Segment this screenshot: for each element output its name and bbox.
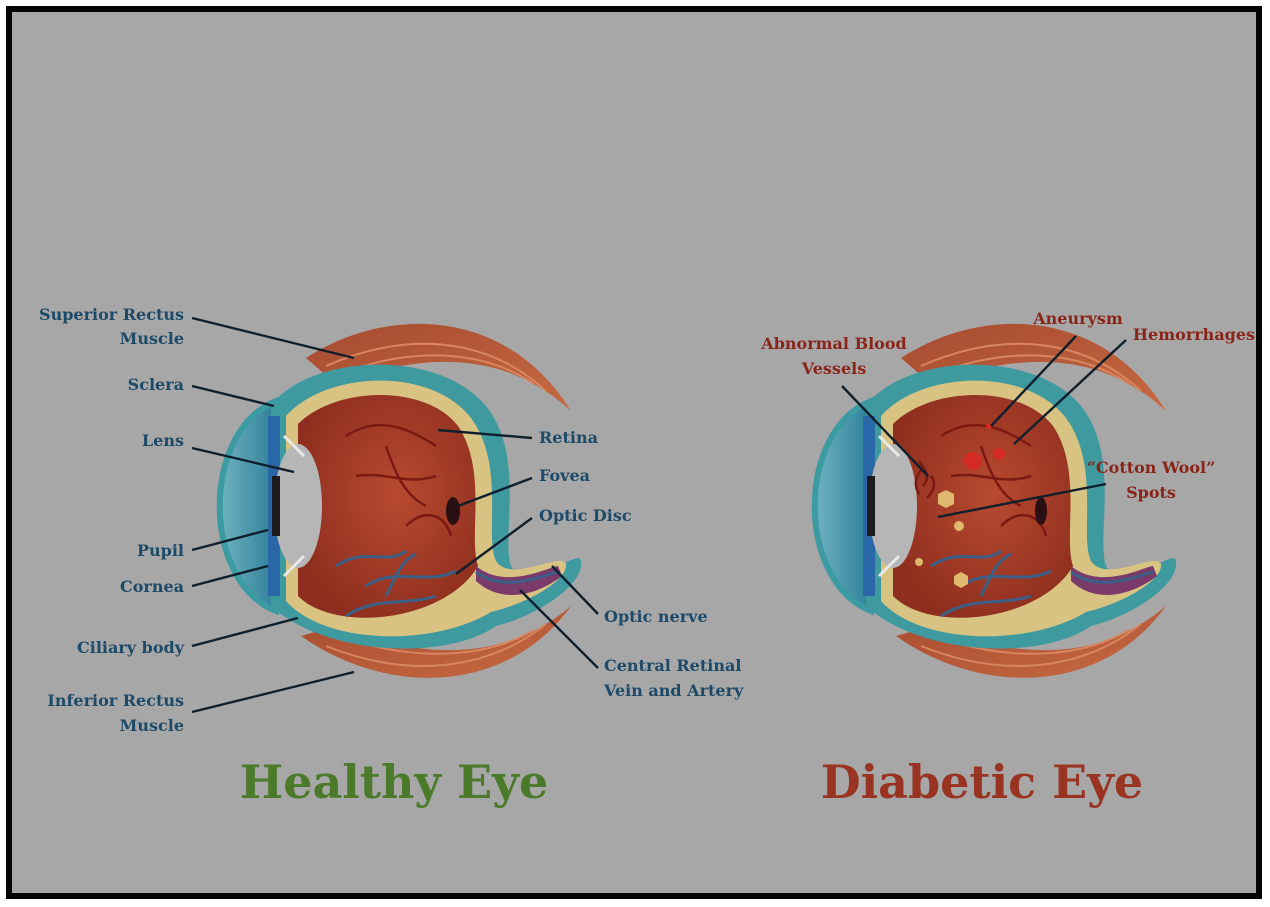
- label-ciliary-body: Ciliary body: [77, 618, 298, 657]
- label-superior-rectus-muscle: Superior Rectus Muscle: [39, 305, 354, 358]
- diagram-frame: Superior Rectus Muscle Sclera Lens Pupil…: [6, 6, 1262, 899]
- svg-text:Retina: Retina: [539, 428, 598, 447]
- svg-text:Pupil: Pupil: [137, 541, 184, 560]
- eye-comparison-diagram: Superior Rectus Muscle Sclera Lens Pupil…: [12, 12, 1262, 899]
- svg-text:Fovea: Fovea: [539, 466, 590, 485]
- healthy-eye-title: Healthy Eye: [240, 755, 549, 809]
- svg-text:Spots: Spots: [1126, 483, 1176, 502]
- svg-text:Central Retinal: Central Retinal: [604, 656, 741, 675]
- svg-text:Aneurysm: Aneurysm: [1032, 309, 1123, 328]
- svg-text:Inferior Rectus: Inferior Rectus: [47, 691, 184, 710]
- cotton-wool-spot: [954, 521, 964, 531]
- svg-text:Vessels: Vessels: [801, 359, 866, 378]
- svg-text:Vein and Artery: Vein and Artery: [603, 681, 744, 700]
- svg-text:Muscle: Muscle: [120, 329, 184, 348]
- diabetic-eye-illustration: [815, 324, 1176, 678]
- svg-text:Cornea: Cornea: [120, 577, 184, 596]
- svg-text:Muscle: Muscle: [120, 716, 184, 735]
- fovea-marker: [446, 497, 460, 525]
- hemorrhage-spot: [993, 448, 1005, 460]
- svg-text:Lens: Lens: [142, 431, 184, 450]
- svg-text:Superior Rectus: Superior Rectus: [39, 305, 184, 324]
- label-sclera: Sclera: [128, 375, 274, 406]
- svg-text:“Cotton Wool”: “Cotton Wool”: [1087, 458, 1216, 477]
- diabetic-eye-title: Diabetic Eye: [821, 755, 1143, 809]
- svg-text:Hemorrhages: Hemorrhages: [1133, 325, 1255, 344]
- label-inferior-rectus-muscle: Inferior Rectus Muscle: [47, 672, 354, 735]
- svg-text:Optic Disc: Optic Disc: [539, 506, 632, 525]
- svg-text:Optic nerve: Optic nerve: [604, 607, 708, 626]
- svg-text:Sclera: Sclera: [128, 375, 184, 394]
- svg-text:Abnormal Blood: Abnormal Blood: [760, 334, 906, 353]
- hemorrhage-spot: [964, 452, 982, 470]
- svg-text:Ciliary body: Ciliary body: [77, 638, 185, 657]
